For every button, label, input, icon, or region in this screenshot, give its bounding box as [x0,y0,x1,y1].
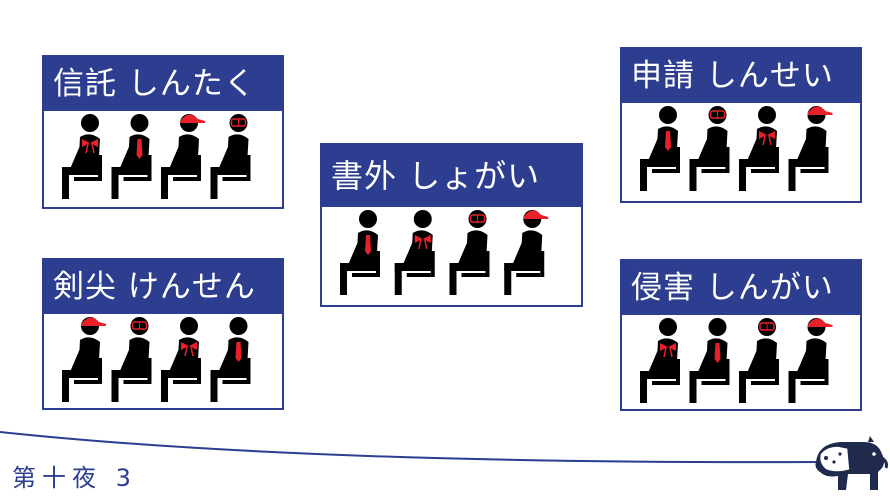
figure-row [44,111,282,207]
seated-person-tie [210,317,251,402]
necktie-icon [235,342,242,362]
seated-person-glasses [210,114,251,199]
cap-icon [807,106,833,115]
card-title: 侵害 しんがい [622,261,860,315]
card-title: 申請 しんせい [622,49,860,103]
ribbon-icon [181,342,197,350]
seated-person-glasses [739,318,779,403]
tapir-icon [815,436,888,490]
seated-person-cap [504,210,549,295]
seated-person-cap [62,317,106,402]
seated-person-glasses [689,106,730,191]
seated-person-cap [161,114,205,199]
figure-row [322,207,581,303]
seated-person-tie [640,106,680,191]
card-shinsei: 申請 しんせい [620,47,862,203]
card-shogai: 書外 しょがい [320,143,583,307]
ribbon-icon [414,235,431,243]
seated-person-cap [788,318,833,403]
card-shingai: 侵害 しんがい [620,259,862,411]
seated-person-tie [340,210,380,295]
seated-person-ribbon [62,114,102,199]
figure-row [622,103,860,199]
ribbon-icon [82,139,98,147]
seated-person-glasses [111,317,152,402]
cap-icon [81,317,106,326]
necktie-icon [665,131,671,151]
ribbon-icon [759,131,775,139]
figure-row [44,314,282,410]
necktie-icon [136,139,143,159]
card-kensen: 剣尖 けんせん [42,258,284,410]
card-title: 剣尖 けんせん [44,260,282,314]
seated-person-ribbon [739,106,779,191]
card-title: 書外 しょがい [322,145,581,207]
ribbon-icon [660,343,676,351]
card-title: 信託 しんたく [44,57,282,111]
seated-person-ribbon [161,317,201,402]
seated-person-tie [689,318,730,403]
necktie-icon [365,235,371,255]
card-shintaku: 信託 しんたく [42,55,284,209]
cap-icon [523,210,549,219]
seated-person-cap [788,106,833,191]
seated-person-tie [111,114,152,199]
footer-label: 第十夜 3 [12,464,137,492]
footer-divider [0,431,821,464]
seated-person-ribbon [640,318,680,403]
figure-row [622,315,860,411]
cap-icon [807,318,833,327]
seated-person-ribbon [394,210,435,295]
cap-icon [180,114,205,123]
necktie-icon [714,343,721,363]
seated-person-glasses [449,210,490,295]
